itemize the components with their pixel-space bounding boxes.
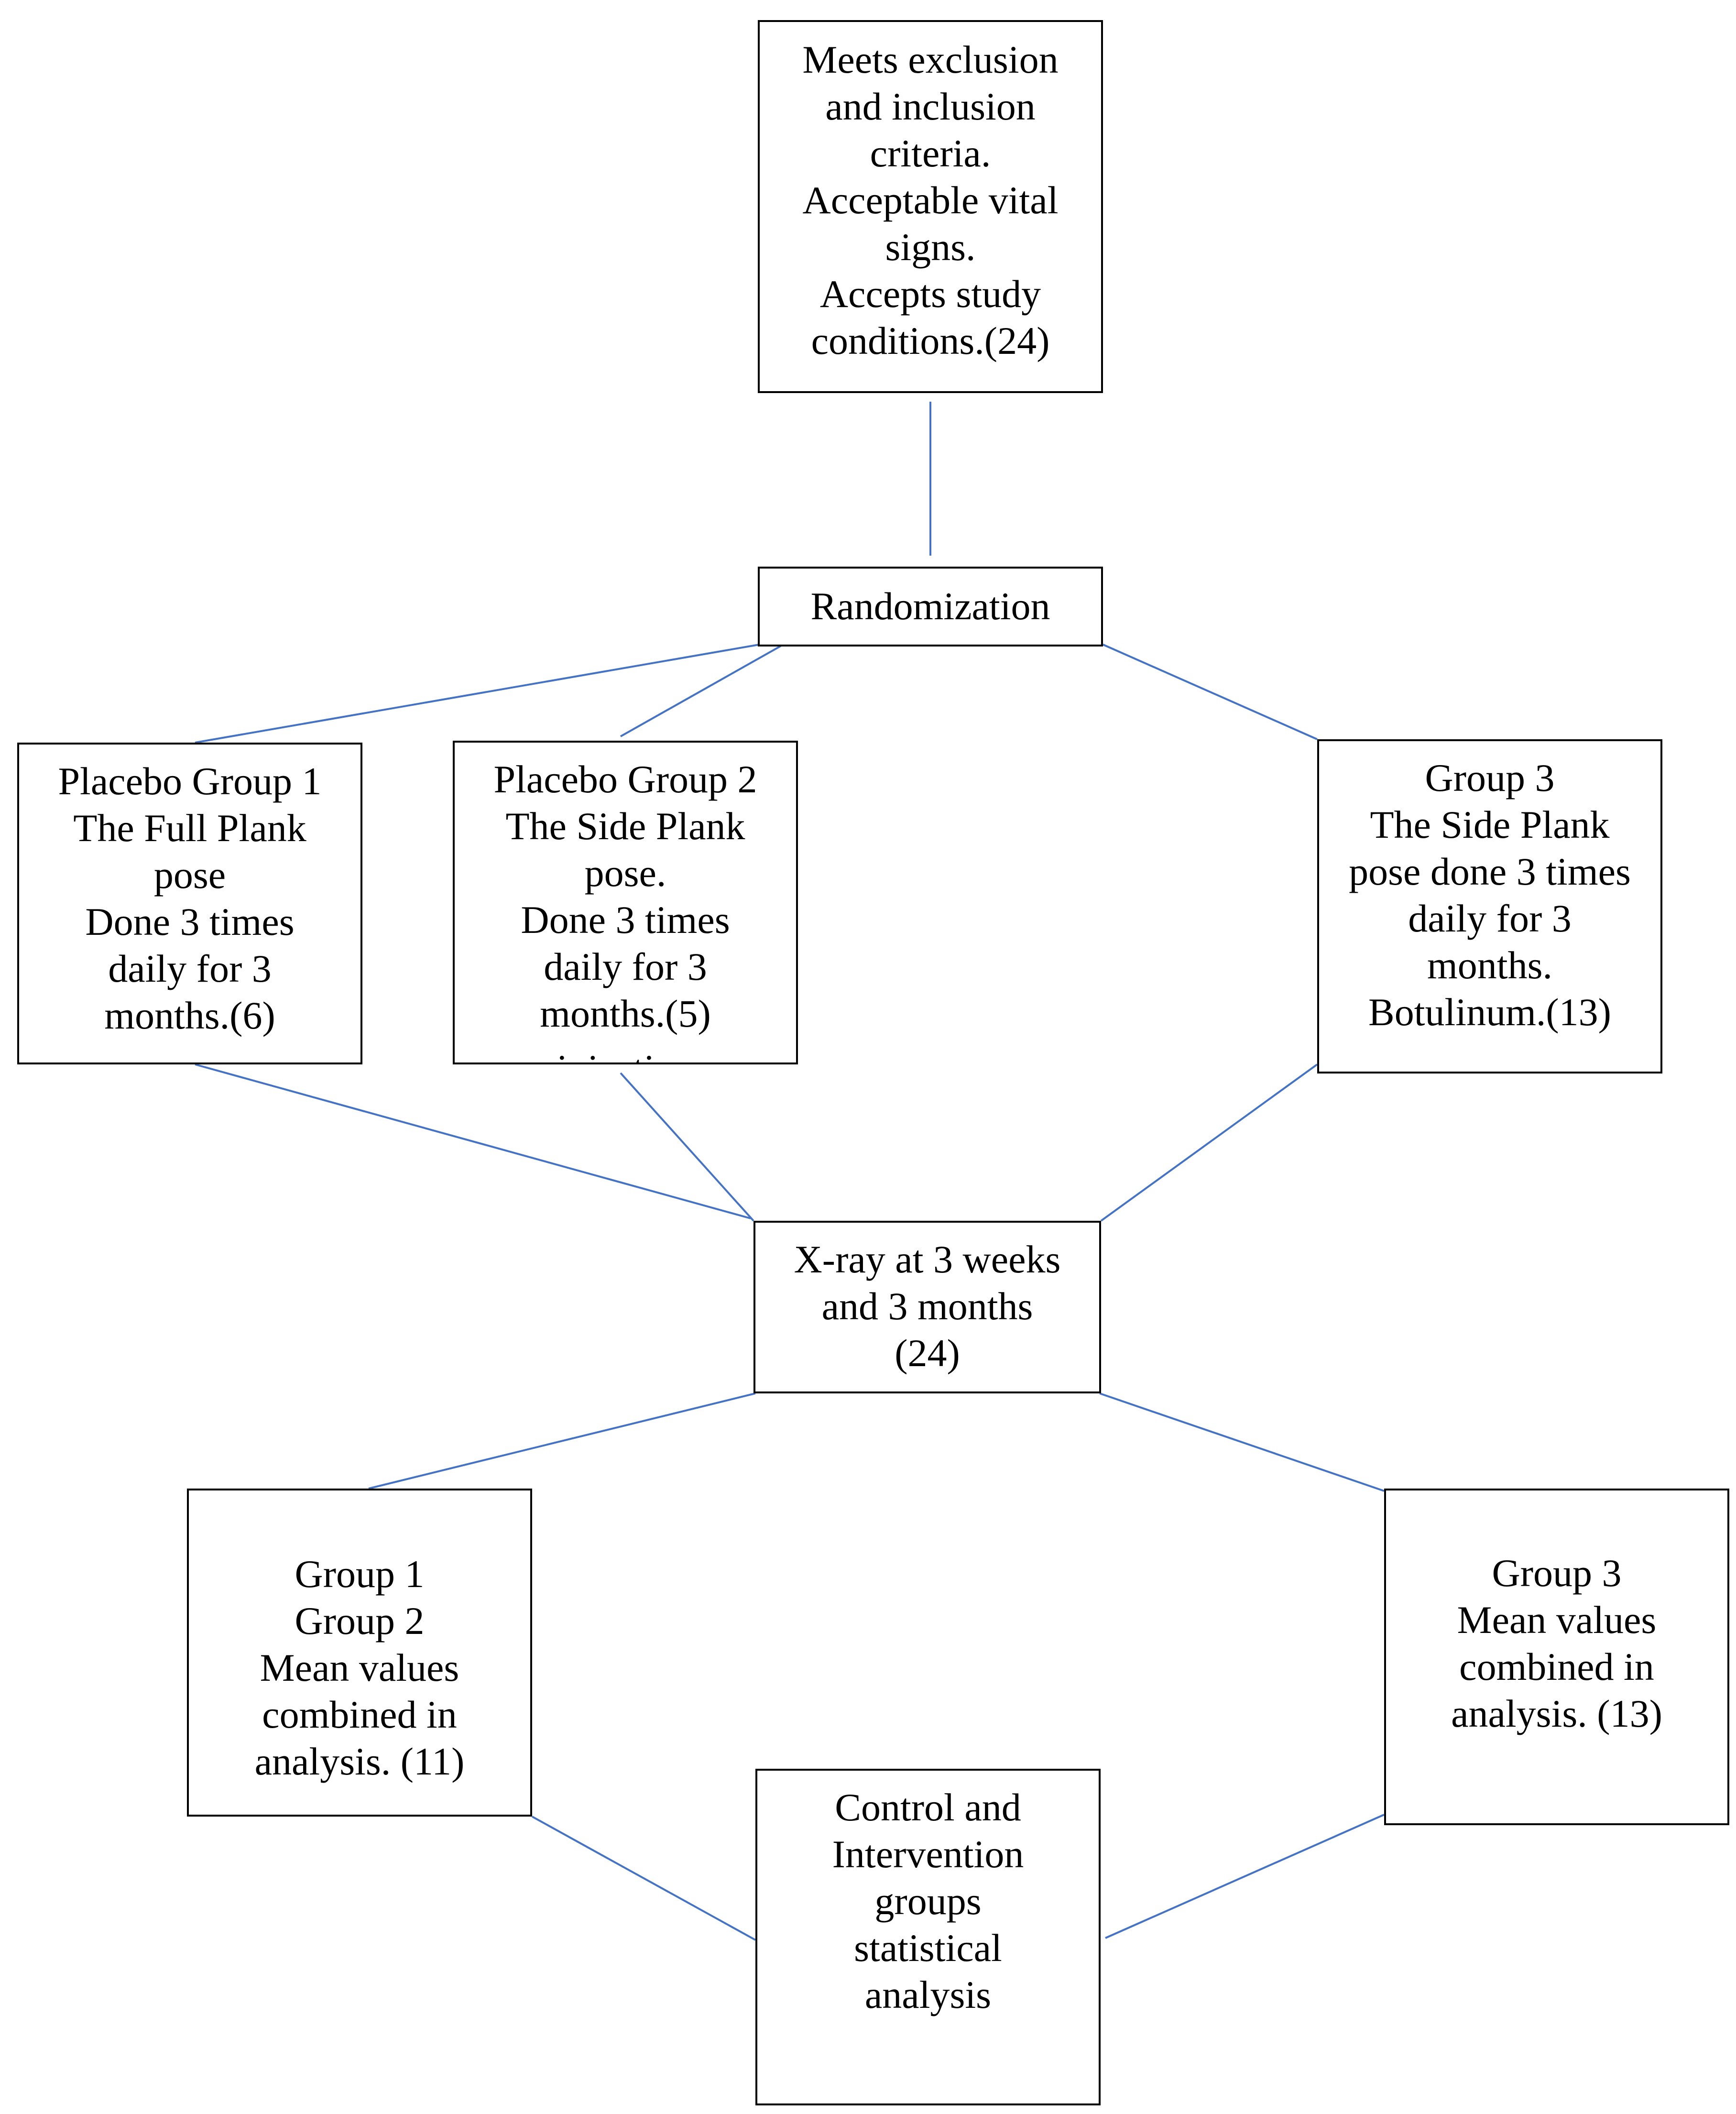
- group-1-2-analysis-line: analysis. (11): [254, 1740, 465, 1783]
- placebo-group-1-line: The Full Plank: [73, 806, 306, 850]
- xray-box: X-ray at 3 weeks and 3 months (24): [753, 1221, 1101, 1393]
- group-3-analysis-line: Group 3: [1492, 1551, 1622, 1595]
- group-3-analysis-line: analysis. (13): [1451, 1692, 1662, 1735]
- connector-randomization-placebo-group-1: [195, 644, 760, 744]
- placebo-group-2-line: months.(5): [540, 992, 711, 1035]
- connector-placebo-group-1-xray: [195, 1063, 751, 1219]
- placebo-group-2-line: Done 3 times: [521, 898, 730, 942]
- xray-line: X-ray at 3 weeks: [794, 1238, 1061, 1281]
- group-3-analysis-line: Mean values: [1457, 1598, 1657, 1642]
- connector-xray-group-1-2-analysis: [368, 1392, 756, 1490]
- group-3-line: The Side Plank: [1370, 803, 1610, 846]
- xray-line: (24): [895, 1331, 960, 1375]
- placebo-group-2-line: Placebo Group 2: [493, 757, 757, 801]
- group-3-analysis-line: combined in: [1459, 1645, 1654, 1688]
- statistical-analysis-line: statistical: [854, 1926, 1002, 1970]
- xray-line: and 3 months: [821, 1284, 1033, 1328]
- placebo-group-1-line: daily for 3: [108, 947, 272, 990]
- eligibility-line: Meets exclusion: [802, 38, 1059, 81]
- randomization-label: Randomization: [810, 584, 1050, 628]
- connector-randomization-placebo-group-2: [620, 645, 781, 737]
- placebo-group-2-line: The Side Plank: [505, 804, 745, 848]
- group-3-line: Group 3: [1425, 756, 1555, 800]
- connector-group-1-2-analysis-statistical: [532, 1816, 756, 1941]
- statistical-analysis-line: Intervention: [832, 1832, 1024, 1876]
- eligibility-line: criteria.: [870, 131, 991, 175]
- connector-placebo-group-2-xray: [620, 1072, 754, 1222]
- placebo-group-1-line: pose: [153, 853, 226, 897]
- statistical-analysis-line: Control and: [835, 1785, 1021, 1829]
- placebo-group-1-line: Done 3 times: [85, 900, 295, 943]
- group-1-2-analysis-line: Group 2: [295, 1599, 425, 1643]
- connector-randomization-group-3: [1103, 644, 1318, 740]
- connector-group-3-xray: [1100, 1063, 1318, 1222]
- group-3-line: months.: [1427, 943, 1552, 987]
- eligibility-line: conditions.(24): [811, 319, 1050, 362]
- placebo-group-1-box: Placebo Group 1 The Full Plank pose Done…: [17, 743, 362, 1064]
- placebo-group-1-line: Placebo Group 1: [58, 759, 322, 803]
- statistical-analysis-line: analysis: [864, 1973, 992, 2016]
- group-3-analysis-box: Group 3 Mean values combined in analysis…: [1384, 1489, 1729, 1825]
- eligibility-box: Meets exclusion and inclusion criteria. …: [758, 20, 1103, 393]
- group-1-2-analysis-line: Mean values: [260, 1646, 459, 1689]
- statistical-analysis-line: groups: [874, 1879, 982, 1923]
- placebo-group-2-clipped-text: injection: [455, 1045, 796, 1062]
- group-3-line: pose done 3 times: [1349, 850, 1631, 893]
- randomization-box: Randomization: [758, 567, 1103, 646]
- placebo-group-2-line: pose.: [584, 851, 666, 895]
- group-3-line: daily for 3: [1408, 897, 1572, 940]
- placebo-group-2-line: daily for 3: [544, 945, 707, 988]
- group-1-2-analysis-box: Group 1 Group 2 Mean values combined in …: [187, 1489, 532, 1817]
- connector-group-3-analysis-statistical: [1105, 1814, 1385, 1939]
- statistical-analysis-box: Control and Intervention groups statisti…: [755, 1769, 1101, 2105]
- placebo-group-2-box: Placebo Group 2 The Side Plank pose. Don…: [453, 741, 798, 1064]
- placebo-group-1-line: months.(6): [104, 994, 275, 1037]
- group-3-box: Group 3 The Side Plank pose done 3 times…: [1317, 739, 1662, 1073]
- eligibility-line: signs.: [885, 225, 976, 269]
- group-1-2-analysis-line: Group 1: [295, 1552, 425, 1596]
- eligibility-line: Acceptable vital: [802, 178, 1059, 222]
- connector-xray-group-3-analysis: [1099, 1392, 1385, 1492]
- group-1-2-analysis-line: combined in: [262, 1693, 457, 1736]
- eligibility-line: and inclusion: [825, 85, 1036, 128]
- eligibility-line: Accepts study: [819, 272, 1041, 316]
- group-3-line: Botulinum.(13): [1368, 990, 1611, 1034]
